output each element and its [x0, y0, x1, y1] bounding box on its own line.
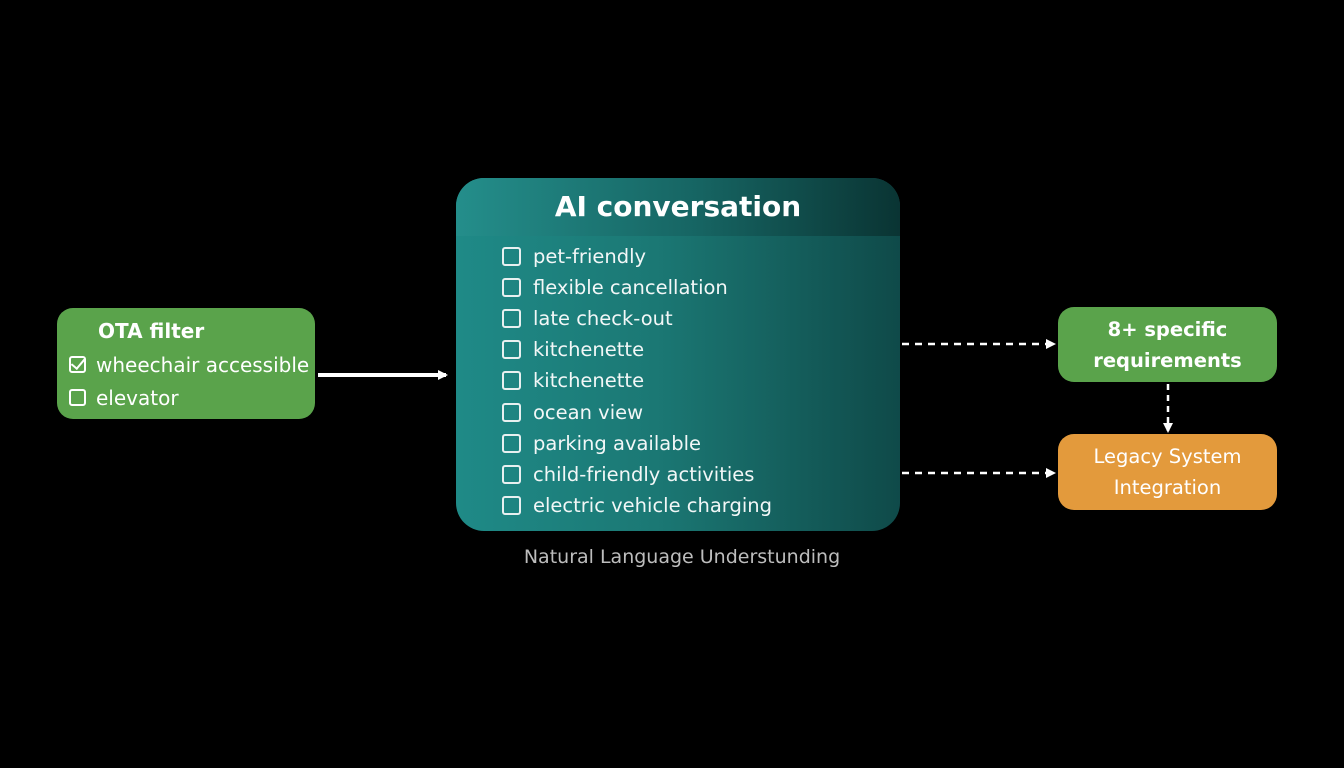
checkbox-unchecked-icon[interactable] — [502, 495, 521, 515]
legacy-system-box: Legacy System Integration — [1058, 434, 1277, 510]
list-item-label: pet-friendly — [533, 245, 647, 269]
list-item-label: kitchenette — [533, 369, 645, 393]
list-item-label: electric vehicle charging — [533, 493, 773, 517]
checkbox-unchecked-icon[interactable] — [502, 371, 521, 391]
ota-filter-box: OTA filter wheechair accessible elevator — [57, 308, 315, 419]
list-item[interactable]: child-friendly activities — [502, 459, 900, 490]
requirements-label: 8+ specific requirements — [1093, 317, 1242, 372]
list-item-label: ocean view — [533, 400, 644, 424]
list-item-label: parking available — [533, 431, 702, 455]
list-item[interactable]: kitchenette — [502, 334, 900, 365]
checkbox-unchecked-icon[interactable] — [502, 402, 521, 422]
ota-filter-item-wheelchair[interactable]: wheechair accessible — [69, 348, 315, 381]
list-item[interactable]: late check-out — [502, 303, 900, 334]
ai-conversation-box: AI conversation pet-friendly flexible ca… — [456, 178, 900, 531]
ota-filter-title: OTA filter — [98, 319, 205, 343]
list-item-label: flexible cancellation — [533, 276, 728, 300]
list-item[interactable]: ocean view — [502, 396, 900, 427]
ota-filter-item-label: elevator — [96, 385, 179, 410]
list-item-label: kitchenette — [533, 338, 645, 362]
list-item[interactable]: flexible cancellation — [502, 272, 900, 303]
checkbox-unchecked-icon[interactable] — [502, 247, 521, 267]
ai-conversation-list: pet-friendly flexible cancellation late … — [456, 236, 900, 521]
list-item[interactable]: kitchenette — [502, 365, 900, 396]
checkbox-unchecked-icon[interactable] — [502, 309, 521, 329]
list-item[interactable]: parking available — [502, 428, 900, 459]
ota-filter-item-label: wheechair accessible — [96, 352, 310, 377]
checkbox-unchecked-icon[interactable] — [502, 278, 521, 298]
list-item-label: child-friendly activities — [533, 462, 755, 486]
ai-conversation-title: AI conversation — [456, 178, 900, 236]
checkbox-unchecked-icon[interactable] — [502, 464, 521, 484]
requirements-box: 8+ specific requirements — [1058, 307, 1277, 382]
checkbox-checked-icon[interactable] — [69, 356, 86, 373]
checkbox-unchecked-icon[interactable] — [502, 340, 521, 360]
list-item[interactable]: electric vehicle charging — [502, 490, 900, 521]
checkbox-unchecked-icon[interactable] — [69, 389, 86, 406]
ota-filter-item-elevator[interactable]: elevator — [69, 381, 315, 414]
checkbox-unchecked-icon[interactable] — [502, 433, 521, 453]
nlu-caption: Natural Language Understunding — [523, 546, 841, 568]
legacy-system-label: Legacy System Integration — [1093, 445, 1242, 499]
list-item-label: late check-out — [533, 307, 673, 331]
list-item[interactable]: pet-friendly — [502, 241, 900, 272]
